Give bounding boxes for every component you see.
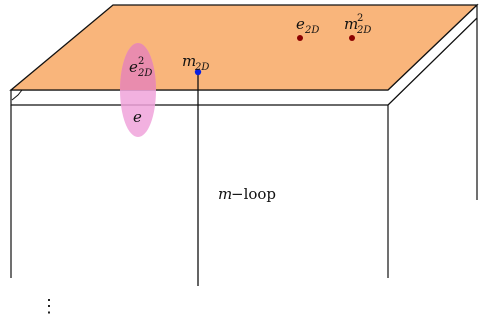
m2D-dot — [194, 68, 202, 76]
svg-text:−loop: −loop — [231, 185, 276, 203]
svg-text:2D: 2D — [304, 25, 319, 36]
svg-text:e: e — [296, 15, 305, 33]
label-m2D-squared: m 2 2D — [344, 13, 371, 36]
slab-right-depth — [387, 17, 478, 106]
svg-text:m: m — [344, 15, 358, 33]
label-e-bulk: e — [133, 108, 142, 126]
svg-text:2: 2 — [138, 56, 144, 67]
e2D-dot — [297, 35, 303, 41]
slab-back-edge — [11, 89, 23, 101]
label-e2D: e 2D — [296, 15, 319, 36]
svg-text:2D: 2D — [356, 25, 371, 36]
fusion-ellipse-overlap — [120, 43, 156, 90]
label-e2D-squared: e 2 2D — [129, 56, 152, 79]
m2D-squared-dot — [349, 35, 355, 41]
svg-text:2D: 2D — [137, 68, 152, 79]
label-m2D: m 2D — [182, 52, 209, 73]
svg-text:2D: 2D — [194, 62, 209, 73]
vertical-ellipsis: ⋮ — [40, 296, 58, 317]
label-m-loop: m −loop — [218, 185, 276, 203]
svg-text:m: m — [218, 185, 232, 203]
svg-text:m: m — [182, 52, 196, 70]
svg-text:e: e — [129, 58, 138, 76]
svg-text:2: 2 — [357, 13, 363, 24]
